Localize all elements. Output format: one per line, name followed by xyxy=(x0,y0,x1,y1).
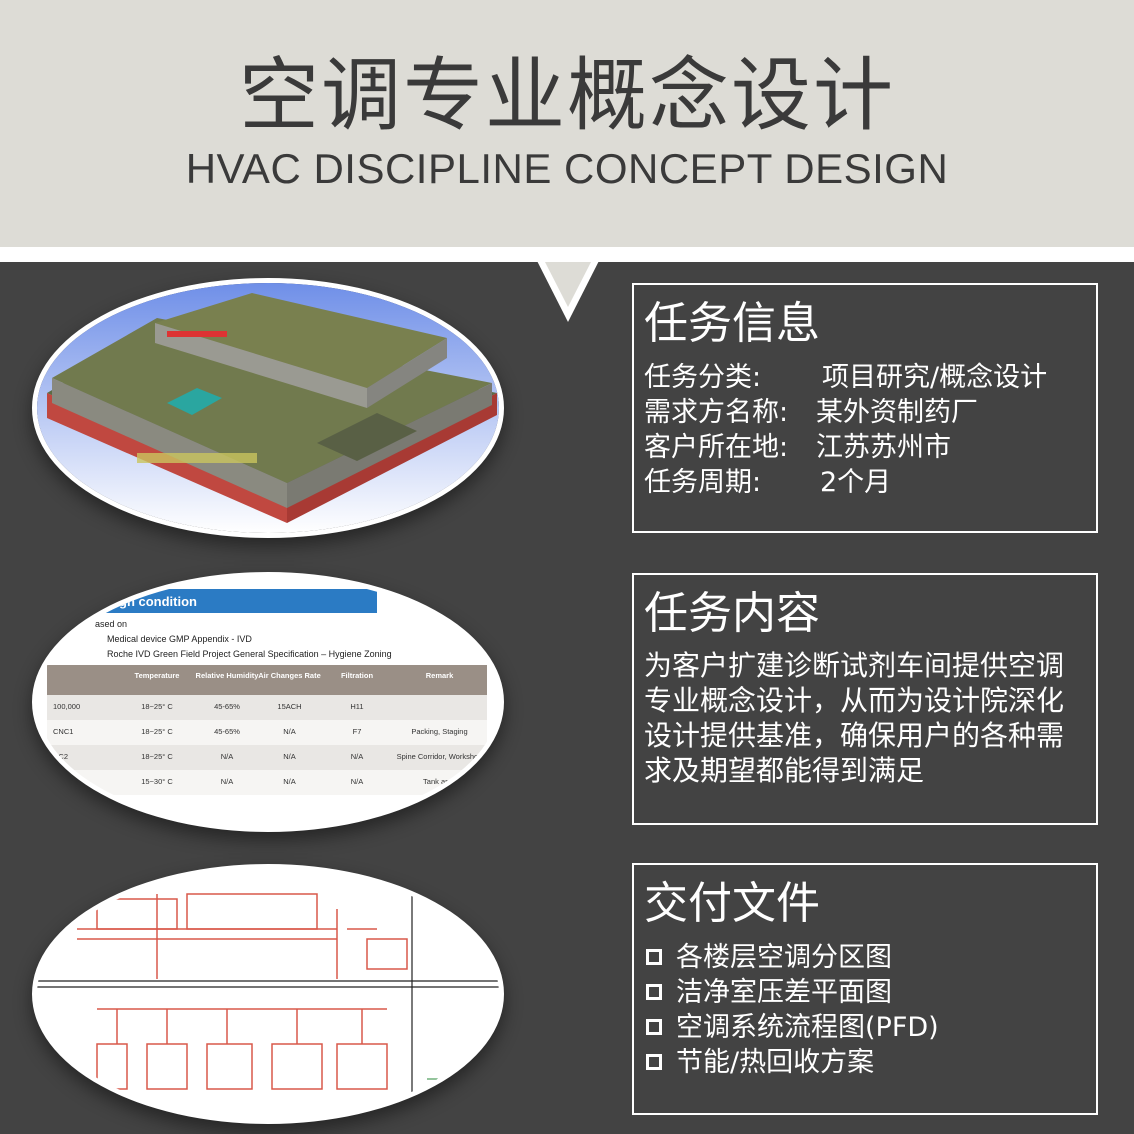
hvac-flow-diagram-image xyxy=(32,864,504,1124)
page-title: 空调专业概念设计 xyxy=(239,49,895,142)
client-location-label: 客户所在地: xyxy=(644,431,789,463)
task-info-row: 任务周期: 2个月 xyxy=(644,465,1096,500)
deliverable-item: 各楼层空调分区图 xyxy=(646,940,1096,975)
checkbox-icon xyxy=(646,1019,662,1036)
deliverable-item: 节能/热回收方案 xyxy=(646,1045,1096,1080)
deliverable-label: 空调系统流程图(PFD) xyxy=(676,1011,939,1043)
deliverable-label: 各楼层空调分区图 xyxy=(676,941,892,973)
client-name-label: 需求方名称: xyxy=(644,396,789,428)
task-content-title: 任务内容 xyxy=(644,588,820,639)
design-condition-table-image: gn condition ased on Medical device GMP … xyxy=(32,572,504,832)
table-cell: 15~30° C xyxy=(141,777,173,786)
task-category-value: 项目研究/概念设计 xyxy=(822,361,1048,393)
task-content-panel: 任务内容 为客户扩建诊断试剂车间提供空调专业概念设计，从而为设计院深化设计提供基… xyxy=(632,573,1098,825)
checkbox-icon xyxy=(646,1054,662,1071)
table-cell: 100,000 xyxy=(53,702,80,711)
table-bullet-1: Medical device GMP Appendix - IVD xyxy=(107,634,252,644)
table-column-header: Remark xyxy=(426,671,454,680)
table-cell: N/A xyxy=(221,752,234,761)
building-model-image xyxy=(32,278,504,538)
table-column-header: Relative Humidity xyxy=(196,671,260,680)
table-row xyxy=(47,695,487,720)
speech-pointer xyxy=(530,247,606,322)
table-cell: 15ACH xyxy=(277,702,301,711)
task-category-label: 任务分类: xyxy=(644,361,762,393)
table-cell: N/A xyxy=(221,777,234,786)
task-duration-value: 2个月 xyxy=(820,466,892,498)
table-cell: N/A xyxy=(351,777,364,786)
table-cell: N/A xyxy=(283,777,296,786)
table-cell: CNC1 xyxy=(53,727,73,736)
task-info-title: 任务信息 xyxy=(644,298,820,349)
checkbox-icon xyxy=(646,949,662,966)
task-info-row: 需求方名称: 某外资制药厂 xyxy=(644,395,1096,430)
table-row xyxy=(47,720,487,745)
table-column-header: Air Changes Rate xyxy=(258,671,321,680)
header-band xyxy=(0,0,1134,262)
client-location-value: 江苏苏州市 xyxy=(816,431,951,463)
task-content-text: 为客户扩建诊断试剂车间提供空调专业概念设计，从而为设计院深化设计提供基准，确保用… xyxy=(644,648,1065,787)
table-based-on: ased on xyxy=(95,619,127,629)
page-subtitle: HVAC DISCIPLINE CONCEPT DESIGN xyxy=(185,145,949,192)
table-bullet-2: Roche IVD Green Field Project General Sp… xyxy=(107,649,392,659)
table-cell: Spine Corridor, Workshop xyxy=(397,752,483,761)
table-cell: 18~25° C xyxy=(141,702,173,711)
table-cell: Tank area xyxy=(423,777,457,786)
table-cell: Packing, Staging xyxy=(411,727,467,736)
deliverable-label: 洁净室压差平面图 xyxy=(676,976,892,1008)
client-name-value: 某外资制药厂 xyxy=(816,396,978,428)
table-cell: NC2 xyxy=(53,752,68,761)
task-info-row: 任务分类: 项目研究/概念设计 xyxy=(644,360,1096,395)
task-info-panel: 任务信息 任务分类: 项目研究/概念设计 需求方名称: 某外资制药厂 客户所在地: 江… xyxy=(632,283,1098,533)
deliverable-label: 节能/热回收方案 xyxy=(676,1046,875,1078)
deliverables-title: 交付文件 xyxy=(644,878,820,929)
table-row xyxy=(47,745,487,770)
table-cell: 45-65% xyxy=(214,727,240,736)
task-info-row: 客户所在地: 江苏苏州市 xyxy=(644,430,1096,465)
table-heading: gn condition xyxy=(119,594,197,609)
table-cell: F7 xyxy=(353,727,362,736)
table-row xyxy=(47,770,487,795)
table-cell: 18~25° C xyxy=(141,727,173,736)
table-cell: H11 xyxy=(350,702,363,711)
table-cell: 18~25° C xyxy=(141,752,173,761)
table-cell: N/A xyxy=(283,727,296,736)
table-column-header: Temperature xyxy=(135,671,180,680)
table-cell: N/A xyxy=(283,752,296,761)
table-cell: N/A xyxy=(351,752,364,761)
deliverable-item: 洁净室压差平面图 xyxy=(646,975,1096,1010)
checkbox-icon xyxy=(646,984,662,1001)
deliverables-panel: 交付文件 各楼层空调分区图 洁净室压差平面图 空调系统流程图(PFD) 节能/热… xyxy=(632,863,1098,1115)
deliverable-item: 空调系统流程图(PFD) xyxy=(646,1010,1096,1045)
table-cell: 45-65% xyxy=(214,702,240,711)
task-duration-label: 任务周期: xyxy=(644,466,762,498)
table-column-header: Filtration xyxy=(341,671,373,680)
table-header-row xyxy=(47,665,487,695)
